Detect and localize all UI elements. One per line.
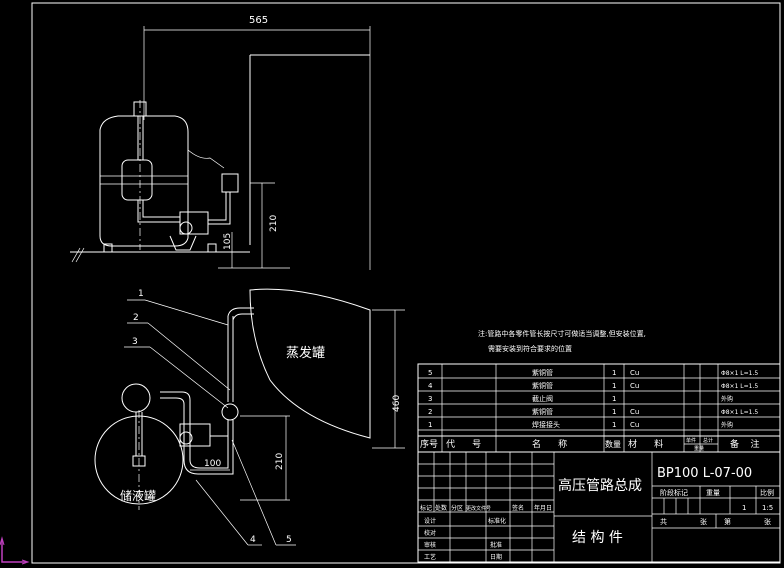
title-block: 标记 处数 分区 更改文件号 签名 年月日 设计 校对 审核 工艺 标准化 批准…	[417, 451, 781, 563]
role-design: 设计	[424, 517, 436, 525]
rev-header-doc: 更改文件号	[466, 505, 491, 512]
header-qty: 数量	[605, 439, 621, 449]
row-material: Cu	[630, 421, 639, 429]
rev-header-sign: 签名	[512, 504, 524, 512]
storage-tank: 储液罐	[94, 383, 184, 510]
role-date: 日期	[490, 553, 502, 561]
weight-label: 重量	[706, 489, 720, 497]
row-remark: Φ8×1 L=1.5	[721, 370, 758, 377]
row-name: 紫铜管	[532, 381, 553, 390]
parts-row: 5 紫铜管 1 Cu Φ8×1 L=1.5	[428, 368, 758, 377]
row-qty: 1	[612, 395, 616, 403]
pipe-assembly	[160, 307, 254, 475]
parts-row: 1 焊接接头 1 Cu 外购	[428, 420, 733, 429]
dimension-210-upper: 210	[250, 182, 279, 268]
stage-label: 阶段标记	[660, 488, 688, 497]
row-no: 2	[428, 408, 432, 416]
ground-line	[70, 247, 250, 263]
dimension-460: 460	[372, 309, 405, 449]
dimension-100-label: 100	[204, 459, 221, 469]
row-no: 5	[428, 369, 432, 377]
row-no: 4	[428, 382, 433, 390]
sheet-label: 张	[700, 517, 707, 526]
role-standard: 标准化	[488, 517, 506, 525]
row-qty: 1	[612, 408, 616, 416]
callout-4: 4	[250, 535, 256, 545]
evaporator-label: 蒸发罐	[286, 345, 325, 361]
rev-header-zone: 分区	[451, 504, 463, 512]
note-line-2: 需要安装到符合要求的位置	[488, 344, 572, 353]
drawing-border	[31, 2, 781, 564]
role-check: 校对	[424, 529, 436, 537]
role-approve: 批准	[490, 541, 502, 549]
row-material: Cu	[630, 408, 639, 416]
scale-value: 1:5	[762, 504, 773, 512]
callout-5: 5	[286, 535, 292, 545]
dimension-210-lower-label: 210	[275, 453, 285, 470]
header-name: 名 称	[532, 438, 567, 450]
sheet-total: 共	[660, 517, 667, 526]
storage-tank-label: 储液罐	[120, 488, 156, 503]
dimension-210-upper-label: 210	[269, 215, 279, 232]
callouts: 1 2 3 4 5	[124, 289, 296, 546]
drawing-title: 高压管路总成	[558, 477, 642, 494]
row-material: Cu	[630, 382, 639, 390]
dimension-565-label: 565	[249, 15, 268, 26]
dimension-100: 100	[190, 459, 230, 471]
header-total-weight: 总计	[703, 437, 713, 444]
dimension-460-label: 460	[392, 395, 402, 412]
evaporator-side-outline	[249, 54, 370, 245]
callout-3: 3	[132, 337, 138, 347]
role-process: 工艺	[424, 553, 436, 561]
row-no: 3	[428, 395, 432, 403]
dimension-210-lower: 210	[240, 415, 290, 501]
row-remark: Φ8×1 L=1.5	[721, 383, 758, 390]
drawing-code: BP100 L-07-00	[657, 466, 752, 481]
row-name: 紫铜管	[532, 407, 553, 416]
row-name: 焊接接头	[532, 420, 560, 429]
rev-header-mark: 标记	[420, 504, 432, 512]
dimension-105-label: 105	[223, 233, 233, 250]
callout-1: 1	[138, 289, 144, 299]
parts-table: 5 紫铜管 1 Cu Φ8×1 L=1.5 4 紫铜管 1 Cu Φ8×1 L=…	[417, 363, 781, 453]
part-type: 结 构 件	[572, 530, 623, 546]
evaporator: 蒸发罐	[249, 288, 371, 439]
qty-value: 1	[742, 504, 746, 512]
row-material: Cu	[630, 369, 639, 377]
header-material: 材 料	[628, 438, 663, 450]
role-review: 审核	[424, 541, 436, 549]
row-name: 截止阀	[532, 394, 553, 403]
scale-label: 比例	[760, 488, 774, 497]
row-remark: 外购	[721, 395, 733, 403]
parts-row: 2 紫铜管 1 Cu Φ8×1 L=1.5	[428, 407, 758, 416]
callout-2: 2	[133, 313, 139, 323]
note-line-1: 注:管路中各零件管长按尺寸可做适当调整,但安装位置,	[478, 329, 646, 338]
row-qty: 1	[612, 421, 616, 429]
header-code: 代 号	[446, 439, 481, 450]
rev-header-count: 处数	[435, 504, 447, 512]
row-qty: 1	[612, 382, 616, 390]
row-no: 1	[428, 421, 432, 429]
header-weight: 重量	[694, 445, 704, 452]
parts-row: 4 紫铜管 1 Cu Φ8×1 L=1.5	[428, 381, 758, 390]
ucs-axis-icon	[0, 536, 30, 565]
row-name: 紫铜管	[532, 368, 553, 377]
row-remark: 外购	[721, 421, 733, 429]
row-remark: Φ8×1 L=1.5	[721, 409, 758, 416]
rev-header-date: 年月日	[534, 504, 552, 512]
sheet-label-2: 张	[764, 517, 771, 526]
dimension-105: 105	[218, 232, 290, 269]
parts-row: 3 截止阀 1 外购	[428, 394, 733, 403]
header-unit-weight: 单件	[686, 437, 696, 444]
dimension-565: 565	[143, 15, 371, 270]
row-qty: 1	[612, 369, 616, 377]
sheet-no: 第	[724, 517, 731, 526]
tank-elevation	[99, 100, 239, 253]
header-remark: 备 注	[730, 438, 759, 450]
header-no: 序号	[420, 438, 438, 450]
